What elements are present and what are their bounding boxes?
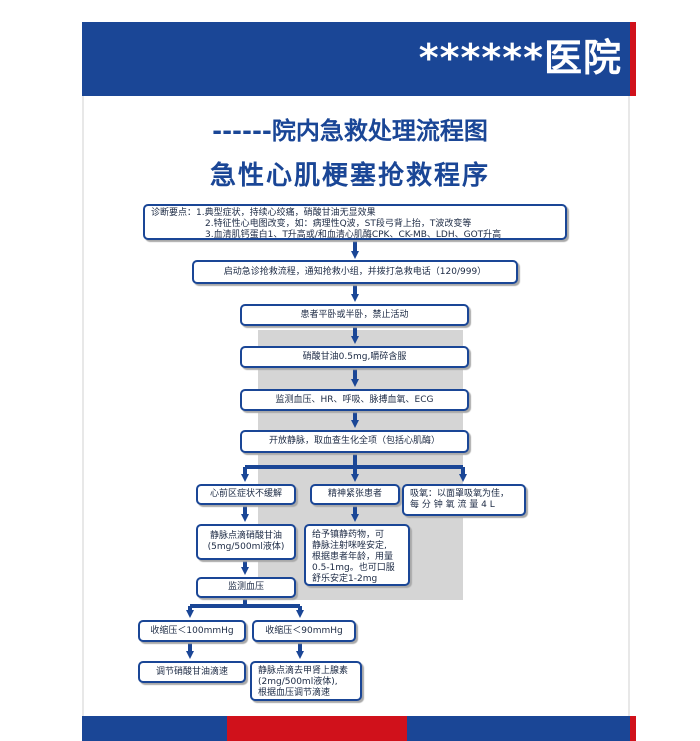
footer-accent-stripe — [630, 716, 636, 741]
bp-monitor-text: 监测血压 — [227, 582, 264, 592]
sedative-line-2: 静脉注射咪唑安定, — [312, 541, 387, 551]
nervous-text: 精神紧张患者 — [327, 489, 382, 499]
sbp-high-box: 收缩压＜100mmHg — [138, 620, 246, 642]
nitro-text: 硝酸甘油0.5mg,嚼碎含服 — [302, 351, 407, 362]
sedative-line-4: 0.5-1mg。也可口服 — [312, 563, 395, 573]
adjust-box: 调节硝酸甘油滴速 — [138, 661, 246, 683]
norepi-line-3: 根据血压调节滴速 — [258, 688, 331, 698]
position-box: 患者平卧或半卧，禁止活动 — [240, 304, 469, 326]
diagnosis-line-3: 3.血清肌钙蛋白1、T升高或/和血清心肌酶CPK、CK-MB、LDH、GOT升高 — [205, 230, 502, 240]
activate-text: 启动急诊抢救流程，通知抢救小组，并拨打急救电话（120/999） — [223, 266, 487, 277]
precordial-text: 心前区症状不缓解 — [209, 489, 282, 499]
monitor-box: 监测血压、HR、呼吸、脉搏血氧、ECG — [240, 389, 469, 411]
norepi-line-1: 静脉点滴去甲肾上腺素 — [258, 666, 349, 676]
page-title: ------院内急救处理流程图 — [212, 117, 488, 145]
sedative-line-1: 给予镇静药物，可 — [312, 530, 385, 540]
sbp-low-box: 收缩压＜90mmHg — [252, 620, 356, 642]
norepi-line-2: (2mg/500ml液体), — [258, 677, 338, 687]
bp-monitor-box: 监测血压 — [196, 577, 296, 598]
page-subtitle: 急性心肌梗塞抢救程序 — [209, 161, 490, 191]
nervous-box: 精神紧张患者 — [310, 484, 400, 505]
drip-line-2: (5mg/500ml液体) — [207, 542, 285, 552]
diagnosis-box: 诊断要点：1.典型症状，持续心绞痛，硝酸甘油无显效果 2.特征性心电图改变，如：… — [143, 204, 567, 240]
sedative-line-5: 舒乐安定1-2mg — [312, 574, 378, 584]
header-banner — [82, 22, 630, 96]
oxygen-line-1: 吸氧：以面罩吸氧为佳， — [410, 489, 510, 499]
oxygen-box: 吸氧：以面罩吸氧为佳， 每 分 钟 氧 流 量 4 L — [402, 484, 526, 516]
footer-band-middle — [227, 716, 407, 741]
nitro-box: 硝酸甘油0.5mg,嚼碎含服 — [240, 346, 469, 368]
sbp-low-text: 收缩压＜90mmHg — [265, 625, 343, 636]
left-edge-line — [82, 96, 84, 716]
iv-text: 开放静脉，取血查生化全项（包括心肌酶） — [268, 436, 440, 446]
precordial-box: 心前区症状不缓解 — [196, 484, 296, 505]
position-text: 患者平卧或半卧，禁止活动 — [300, 309, 409, 320]
norepi-box: 静脉点滴去甲肾上腺素 (2mg/500ml液体), 根据血压调节滴速 — [250, 661, 362, 701]
iv-box: 开放静脉，取血查生化全项（包括心肌酶） — [240, 430, 469, 453]
right-edge-line — [628, 96, 630, 716]
sedative-box: 给予镇静药物，可 静脉注射咪唑安定, 根据患者年龄，用量 0.5-1mg。也可口… — [304, 524, 410, 586]
monitor-text: 监测血压、HR、呼吸、脉搏血氧、ECG — [275, 394, 434, 405]
diagnosis-line-1: 诊断要点：1.典型症状，持续心绞痛，硝酸甘油无显效果 — [151, 208, 376, 218]
oxygen-line-2: 每 分 钟 氧 流 量 4 L — [410, 500, 495, 510]
sbp-high-text: 收缩压＜100mmHg — [150, 625, 234, 636]
footer-band-right — [407, 716, 630, 741]
header-accent-stripe — [630, 22, 636, 96]
activate-box: 启动急诊抢救流程，通知抢救小组，并拨打急救电话（120/999） — [192, 260, 518, 284]
adjust-text: 调节硝酸甘油滴速 — [155, 666, 228, 677]
drip-line-1: 静脉点滴硝酸甘油 — [209, 531, 282, 541]
drip-box: 静脉点滴硝酸甘油 (5mg/500ml液体) — [196, 524, 296, 560]
sedative-line-3: 根据患者年龄，用量 — [312, 552, 394, 562]
hospital-name: ******医院 — [418, 36, 622, 80]
diagnosis-line-2: 2.特征性心电图改变，如：病理性Q波，ST段弓背上抬，T波改变等 — [205, 219, 472, 229]
footer-band-left — [82, 716, 227, 741]
